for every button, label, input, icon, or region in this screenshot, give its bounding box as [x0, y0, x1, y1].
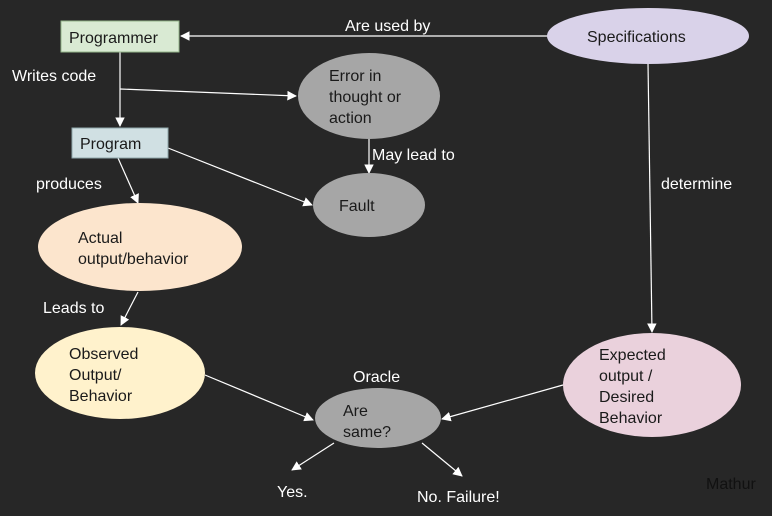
error-label-line-3: action — [329, 110, 372, 127]
oracle-ellipse — [315, 388, 441, 448]
observed-ellipse — [35, 327, 205, 419]
oracle-label-line-1: Are — [343, 403, 368, 420]
label-produces: produces — [36, 176, 102, 193]
edge-oracle-to-failure — [421, 442, 463, 477]
node-oracle: Are same? — [315, 388, 441, 448]
edge-program-to-fault — [167, 147, 313, 207]
observed-label-line-2: Output/ — [69, 367, 122, 384]
node-actual: Actual output/behavior — [38, 203, 242, 291]
credit-text: Mathur — [706, 476, 756, 493]
observed-label-line-1: Observed — [69, 346, 138, 363]
expected-label-line-4: Behavior — [599, 410, 663, 427]
label-leads-to: Leads to — [43, 300, 104, 317]
node-specifications: Specifications — [547, 8, 749, 64]
expected-label-line-1: Expected — [599, 347, 666, 364]
edge-oracle-to-yes — [291, 442, 335, 471]
node-program: Program — [71, 127, 169, 159]
oracle-label-line-2: same? — [343, 424, 391, 441]
node-expected: Expected output / Desired Behavior — [563, 333, 741, 437]
edge-actual-to-observed — [120, 291, 139, 326]
edge-expected-to-oracle — [441, 384, 564, 422]
expected-label-line-2: output / — [599, 368, 653, 385]
expected-ellipse — [563, 333, 741, 437]
node-observed: Observed Output/ Behavior — [35, 327, 205, 419]
label-are-used-by: Are used by — [345, 18, 430, 35]
program-box — [71, 127, 169, 159]
error-label-line-2: thought or — [329, 89, 402, 106]
edge-specifications-to-expected — [647, 62, 657, 333]
error-label-line-1: Error in — [329, 68, 381, 85]
node-fault: Fault — [313, 173, 425, 237]
edges — [115, 31, 657, 477]
programmer-label: Programmer — [69, 30, 159, 47]
label-determine: determine — [661, 176, 732, 193]
label-oracle: Oracle — [353, 369, 400, 386]
specifications-ellipse — [547, 8, 749, 64]
actual-label-line-2: output/behavior — [78, 251, 189, 268]
label-writes-code: Writes code — [12, 68, 96, 85]
edge-observed-to-oracle — [204, 374, 314, 422]
label-may-lead-to: May lead to — [372, 147, 455, 164]
edge-labels: Are used by Writes code May lead to prod… — [12, 18, 732, 506]
program-label: Program — [80, 136, 141, 153]
actual-label-line-1: Actual — [78, 230, 122, 247]
actual-ellipse — [38, 203, 242, 291]
fault-label: Fault — [339, 198, 375, 215]
error-ellipse — [298, 53, 440, 139]
edge-programmer-to-error — [119, 88, 297, 101]
label-failure: No. Failure! — [417, 489, 500, 506]
node-error: Error in thought or action — [298, 53, 440, 139]
specifications-label: Specifications — [587, 29, 686, 46]
edge-program-to-actual — [117, 157, 139, 204]
expected-label-line-3: Desired — [599, 389, 654, 406]
label-yes: Yes. — [277, 484, 308, 501]
node-programmer: Programmer — [60, 20, 180, 53]
fault-ellipse — [313, 173, 425, 237]
programmer-box — [60, 20, 180, 53]
observed-label-line-3: Behavior — [69, 388, 133, 405]
